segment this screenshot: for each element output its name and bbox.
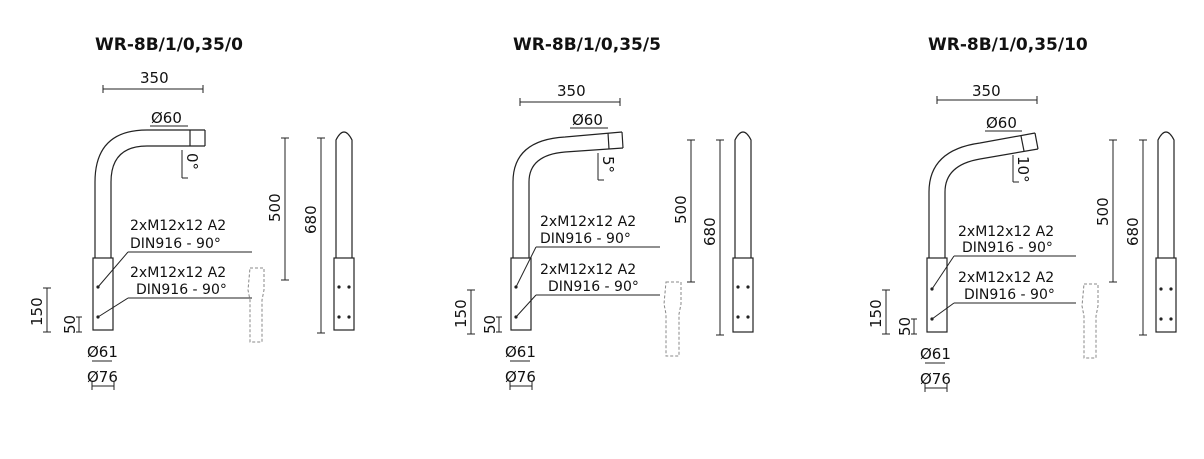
reach-label: 350 [557, 82, 586, 100]
bent-arm [94, 129, 206, 258]
svg-text:DIN916 - 90°: DIN916 - 90° [962, 240, 1053, 256]
bolt-offset-label: 50 [61, 315, 79, 334]
bent-arm [512, 131, 624, 258]
reach-label: 350 [972, 82, 1001, 100]
mast-outline-dashed [247, 267, 265, 343]
inner-diameter-label: Ø61 [920, 345, 951, 363]
sleeve-height-label: 150 [867, 299, 885, 328]
bolt-annotation-lower: 2xM12x12 A2 DIN916 - 90° [931, 270, 1076, 320]
angle-label: 0° [183, 153, 201, 170]
inner-diameter-label: Ø61 [87, 343, 118, 361]
angle-label: 5° [599, 156, 617, 173]
outer-diameter-label: Ø76 [87, 368, 118, 386]
height-label: 500 [266, 193, 284, 222]
variant-title: WR-8B/1/0,35/0 [95, 35, 243, 55]
side-view [732, 131, 754, 333]
total-height-label: 680 [701, 217, 719, 246]
svg-text:2xM12x12 A2: 2xM12x12 A2 [540, 214, 636, 230]
svg-text:DIN916 - 90°: DIN916 - 90° [136, 282, 227, 298]
inner-diameter-label: Ø61 [505, 343, 536, 361]
variant-5deg: WR-8B/1/0,35/5 350 Ø60 5° 2xM12x12 A2 DI… [452, 35, 754, 390]
outer-diameter-label: Ø76 [920, 370, 951, 388]
sleeve-height-label: 150 [452, 299, 470, 328]
angle-label: 10° [1014, 156, 1032, 183]
mounting-sleeve [92, 257, 114, 331]
svg-text:DIN916 - 90°: DIN916 - 90° [964, 287, 1055, 303]
bolt-annotation-upper: 2xM12x12 A2 DIN916 - 90° [97, 218, 252, 288]
bolt-annotation-lower: 2xM12x12 A2 DIN916 - 90° [97, 265, 252, 318]
height-label: 500 [672, 195, 690, 224]
variant-title: WR-8B/1/0,35/5 [513, 35, 661, 55]
arm-diameter-label: Ø60 [572, 111, 603, 129]
reach-dimension: 350 [102, 69, 204, 93]
bolt-annotation-upper: 2xM12x12 A2 DIN916 - 90° [931, 224, 1076, 290]
height-label: 500 [1094, 197, 1112, 226]
side-view [333, 131, 355, 331]
svg-text:2xM12x12 A2: 2xM12x12 A2 [958, 224, 1054, 240]
variant-10deg: WR-8B/1/0,35/10 350 Ø60 10° 2xM12x12 A2 … [867, 35, 1177, 392]
arm-diameter-label: Ø60 [986, 114, 1017, 132]
variant-title: WR-8B/1/0,35/10 [928, 35, 1088, 55]
svg-text:DIN916 - 90°: DIN916 - 90° [130, 236, 221, 252]
reach-dimension: 350 [936, 82, 1038, 104]
bent-arm [928, 132, 1039, 258]
outer-diameter-label: Ø76 [505, 368, 536, 386]
mast-outline-dashed [1081, 283, 1099, 359]
total-height-label: 680 [1124, 217, 1142, 246]
bolt-offset-label: 50 [896, 317, 914, 336]
variant-0deg: WR-8B/1/0,35/0 350 Ø60 0° 2xM12x12 A2 [28, 35, 355, 390]
arm-diameter-label: Ø60 [151, 109, 182, 127]
side-view [1155, 131, 1177, 333]
mounting-sleeve [926, 257, 948, 333]
mounting-sleeve [510, 257, 532, 331]
mast-outline-dashed [663, 281, 682, 357]
sleeve-height-label: 150 [28, 297, 46, 326]
reach-label: 350 [140, 69, 169, 87]
bolt-annotation-lower: 2xM12x12 A2 DIN916 - 90° [515, 262, 660, 318]
svg-text:2xM12x12 A2: 2xM12x12 A2 [130, 265, 226, 281]
svg-text:DIN916 - 90°: DIN916 - 90° [540, 231, 631, 247]
bolt-offset-label: 50 [481, 315, 499, 334]
svg-text:2xM12x12 A2: 2xM12x12 A2 [130, 218, 226, 234]
svg-text:DIN916 - 90°: DIN916 - 90° [548, 279, 639, 295]
bolt-annotation-upper: 2xM12x12 A2 DIN916 - 90° [515, 214, 660, 288]
total-height-label: 680 [302, 205, 320, 234]
svg-text:2xM12x12 A2: 2xM12x12 A2 [540, 262, 636, 278]
reach-dimension: 350 [519, 82, 621, 106]
svg-text:2xM12x12 A2: 2xM12x12 A2 [958, 270, 1054, 286]
